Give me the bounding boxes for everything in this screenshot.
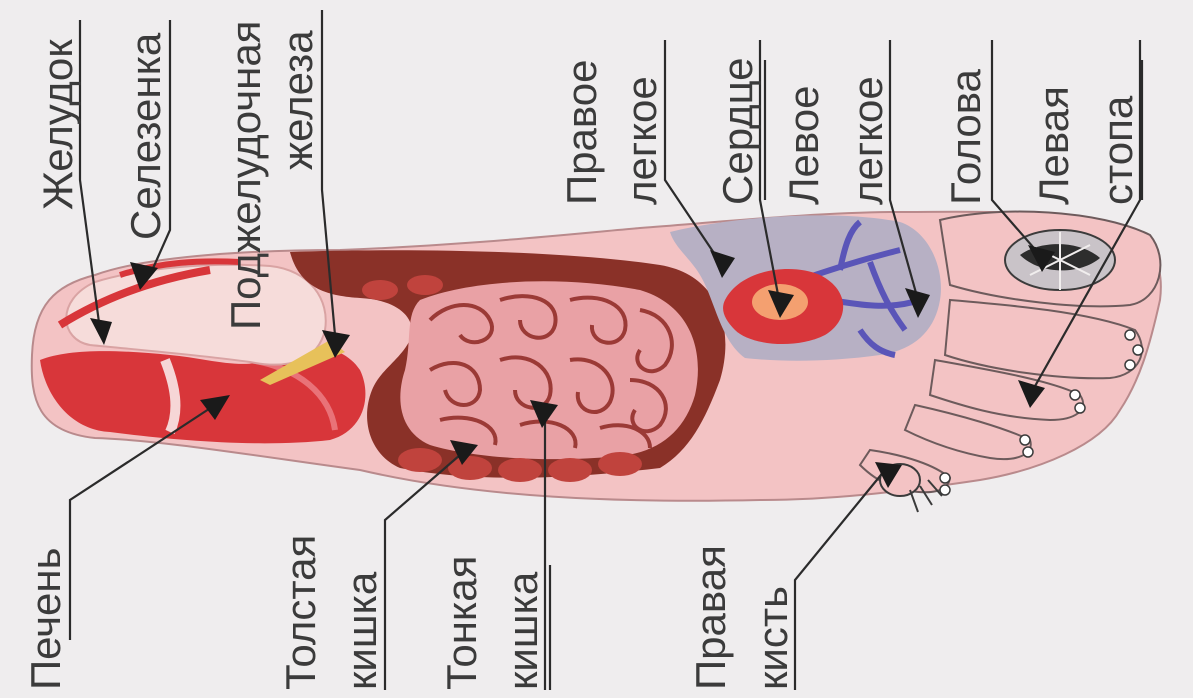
label-heart: Сердце [714, 57, 761, 205]
label-large-intestine-2: кишка [338, 571, 385, 690]
label-right-lung-2: легкое [618, 76, 665, 205]
label-right-hand-2: кисть [749, 586, 796, 690]
label-left-lung-1: Левое [780, 86, 827, 205]
label-small-intestine-2: кишка [499, 571, 546, 690]
label-left-foot-1: Левая [1030, 86, 1077, 205]
label-left-foot-2: стопа [1094, 95, 1141, 205]
label-liver: Печень [22, 548, 69, 690]
label-stomach: Желудок [34, 39, 81, 210]
label-pancreas-2: железа [274, 30, 321, 170]
label-pancreas-1: Поджелудочная [222, 21, 269, 330]
head-zone [1005, 230, 1115, 290]
label-head: Голова [942, 68, 989, 205]
label-spleen: Селезенка [122, 32, 169, 240]
label-right-hand-1: Правая [687, 545, 734, 690]
label-right-lung-1: Правое [558, 60, 605, 205]
label-large-intestine-1: Толстая [277, 535, 324, 690]
label-left-lung-2: легкое [844, 76, 891, 205]
label-small-intestine-1: Тонкая [438, 556, 485, 690]
